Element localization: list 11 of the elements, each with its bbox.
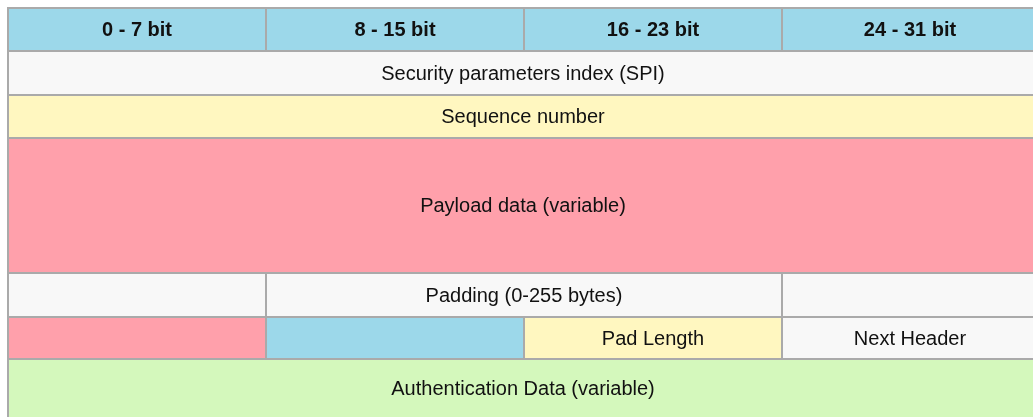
column-header: 8 - 15 bit	[267, 9, 525, 52]
column-header: 24 - 31 bit	[783, 9, 1033, 52]
field-cell: Padding (0-255 bytes)	[267, 274, 783, 318]
field-cell: Security parameters index (SPI)	[9, 52, 1033, 96]
field-cell: Pad Length	[525, 318, 783, 360]
field-cell: Authentication Data (variable)	[9, 360, 1033, 417]
field-cell: Sequence number	[9, 96, 1033, 139]
field-cell: Next Header	[783, 318, 1033, 360]
field-cell: Payload data (variable)	[9, 139, 1033, 274]
column-header: 16 - 23 bit	[525, 9, 783, 52]
column-header: 0 - 7 bit	[9, 9, 267, 52]
